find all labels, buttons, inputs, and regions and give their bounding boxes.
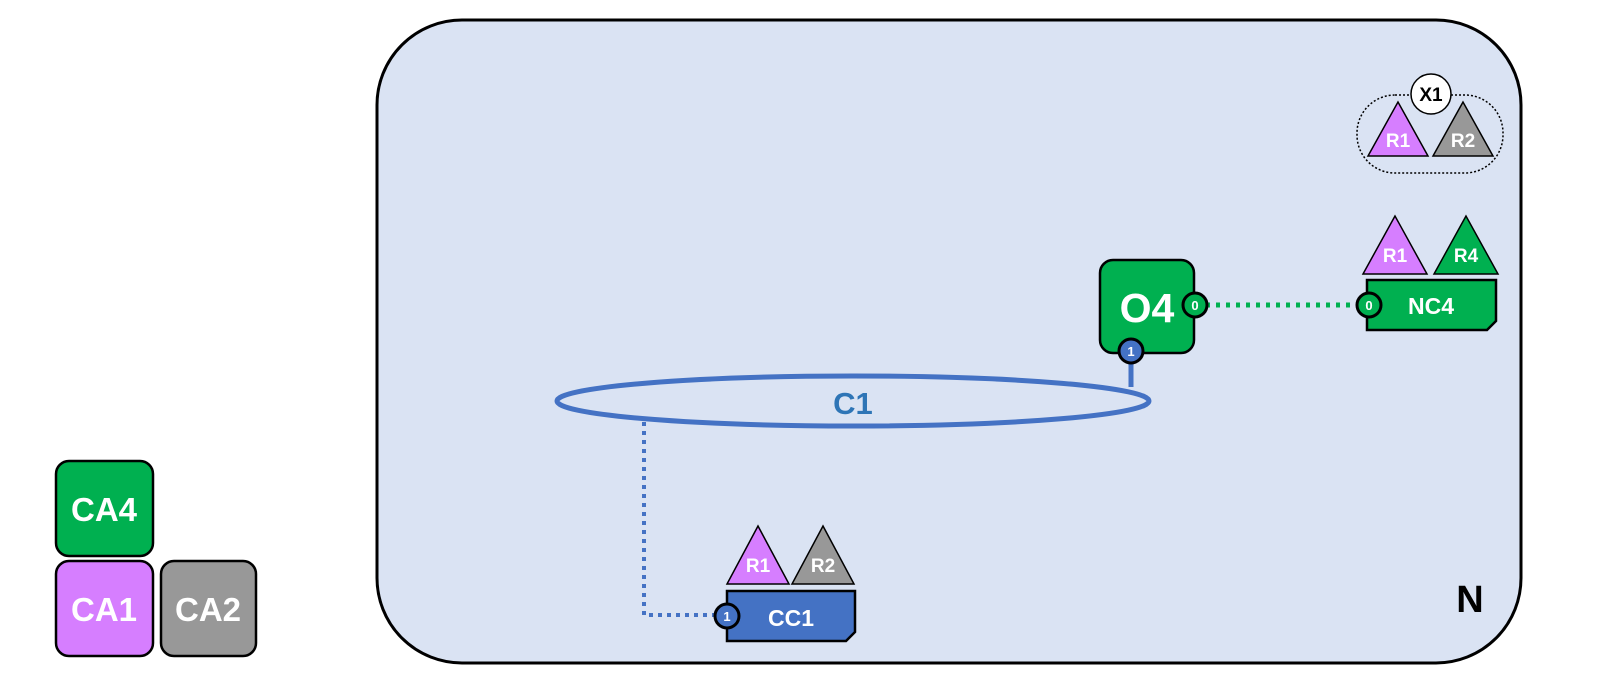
c1-channel [554, 373, 1152, 429]
cc1-r1-label: R1 [746, 556, 771, 577]
cc1-r2-label: R2 [811, 556, 835, 577]
o4-label: O4 [1120, 285, 1175, 331]
x1-circle [1410, 73, 1452, 115]
legend-ca2: CA2 [159, 559, 258, 658]
network-container [375, 18, 1523, 665]
cc1-box [725, 589, 857, 643]
nc4-box [1365, 278, 1498, 332]
nc4-r4-triangle [1432, 214, 1500, 275]
nc4-label: NC4 [1408, 293, 1454, 319]
cc1-port [713, 602, 741, 630]
cc1-r2-triangle [790, 524, 856, 585]
legend-ca4: CA4 [54, 459, 155, 558]
x1-dotted-border [1356, 94, 1504, 174]
nc4-component: R1 R4 NC4 0 [1355, 214, 1500, 332]
x1-r2-label: R2 [1451, 131, 1475, 152]
legend-ca1-label: CA1 [71, 591, 137, 628]
x1-r1-label: R1 [1386, 131, 1411, 152]
o4-port-right-label: 0 [1191, 298, 1198, 313]
legend-ca2-label: CA2 [175, 591, 241, 628]
cc1-r1-triangle [725, 524, 791, 585]
x1-r2-triangle [1431, 100, 1495, 157]
o4-component: O4 0 1 [1098, 258, 1209, 365]
x1-r1-triangle [1366, 100, 1430, 157]
nc4-r1-triangle [1361, 214, 1429, 275]
x1-group: R1 R2 X1 [1356, 73, 1504, 174]
o4-port-bottom-label: 1 [1127, 344, 1134, 359]
legend-ca1: CA1 [54, 559, 155, 658]
cc1-label: CC1 [768, 605, 814, 631]
nc4-r1-label: R1 [1383, 246, 1408, 267]
c1-label: C1 [833, 386, 873, 421]
c1-cc1-connector [642, 422, 725, 617]
o4-port-bottom [1117, 337, 1145, 365]
x1-label: X1 [1419, 85, 1443, 106]
nc4-port [1355, 291, 1383, 319]
nc4-r4-label: R4 [1454, 246, 1479, 267]
o4-port-right [1181, 291, 1209, 319]
cc1-port-label: 1 [723, 609, 730, 624]
nc4-port-label: 0 [1365, 298, 1372, 313]
cc1-component: R1 R2 CC1 1 [713, 524, 857, 643]
network-label: N [1456, 579, 1483, 621]
legend-ca4-label: CA4 [71, 491, 138, 528]
